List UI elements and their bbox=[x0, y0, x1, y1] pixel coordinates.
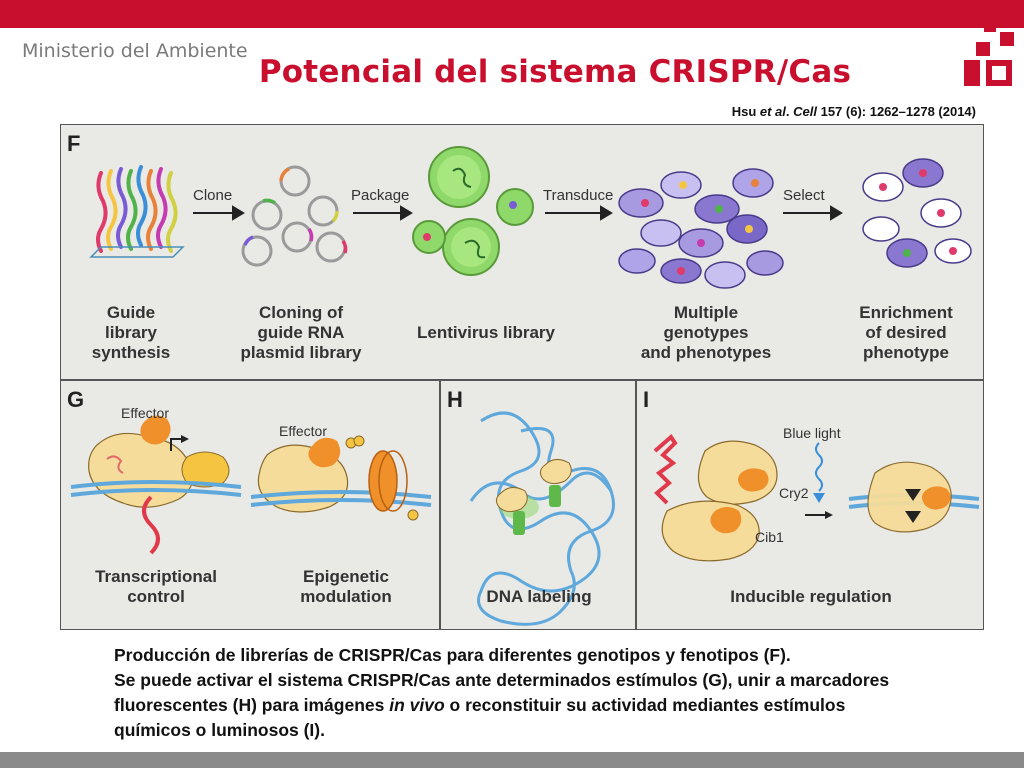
panel-f: F bbox=[60, 124, 984, 380]
arrow-label-clone: Clone bbox=[193, 187, 233, 204]
cib1-label: Cib1 bbox=[755, 529, 784, 545]
caption-inducible: Inducible regulation bbox=[730, 587, 892, 606]
lentivirus-particles-icon bbox=[412, 146, 534, 276]
panel-i: I Blue light Cry2 Cib1 Inducible regulat… bbox=[636, 380, 984, 630]
description-text: Producción de librerías de CRISPR/Cas pa… bbox=[114, 643, 994, 743]
blue-light-icon bbox=[815, 442, 823, 492]
ministry-logo bbox=[964, 20, 1014, 86]
crispr-figure: F bbox=[60, 124, 984, 630]
citation: Hsu et al. Cell 157 (6): 1262–1278 (2014… bbox=[731, 104, 976, 119]
caption-lentivirus: Lentivirus library bbox=[417, 323, 555, 342]
panel-g-label: G bbox=[67, 387, 85, 412]
bottom-bar bbox=[0, 752, 1024, 768]
panel-g-illustration bbox=[70, 415, 432, 555]
ministry-name: Ministerio del Ambiente bbox=[22, 40, 248, 62]
panel-f-illustration bbox=[89, 146, 972, 289]
top-bar bbox=[0, 0, 1024, 28]
panel-h: H DNA labeling bbox=[440, 380, 636, 630]
effector-label-1: Effector bbox=[121, 405, 169, 421]
panel-i-illustration bbox=[653, 433, 980, 562]
arrow-label-select: Select bbox=[783, 187, 825, 204]
caption-dna-labeling: DNA labeling bbox=[486, 587, 592, 606]
panel-i-label: I bbox=[643, 387, 650, 412]
description-line-1: Producción de librerías de CRISPR/Cas pa… bbox=[114, 645, 791, 665]
panel-f-label: F bbox=[67, 131, 81, 156]
effector-label-2: Effector bbox=[279, 423, 327, 439]
page-title: Potencial del sistema CRISPR/Cas bbox=[258, 54, 852, 90]
panel-h-illustration bbox=[469, 411, 615, 626]
cry2-label: Cry2 bbox=[779, 485, 809, 501]
panel-g: G Eff bbox=[60, 380, 440, 630]
description-line-2: Se puede activar el sistema CRISPR/Cas a… bbox=[114, 670, 890, 690]
arrow-label-package: Package bbox=[351, 187, 410, 204]
plasmid-rings-icon bbox=[241, 165, 347, 267]
transcription-complex-icon bbox=[70, 415, 242, 555]
cell-population-icon bbox=[618, 168, 784, 289]
blue-light-label: Blue light bbox=[783, 425, 841, 441]
description-line-3: fluorescentes (H) para imágenes in vivo … bbox=[114, 695, 846, 715]
guide-library-strands-icon bbox=[96, 165, 178, 253]
epigenetic-complex-icon bbox=[250, 435, 432, 521]
panel-h-label: H bbox=[447, 387, 463, 412]
description-line-4: químicos o luminosos (I). bbox=[114, 720, 325, 740]
arrow-label-transduce: Transduce bbox=[543, 187, 614, 204]
